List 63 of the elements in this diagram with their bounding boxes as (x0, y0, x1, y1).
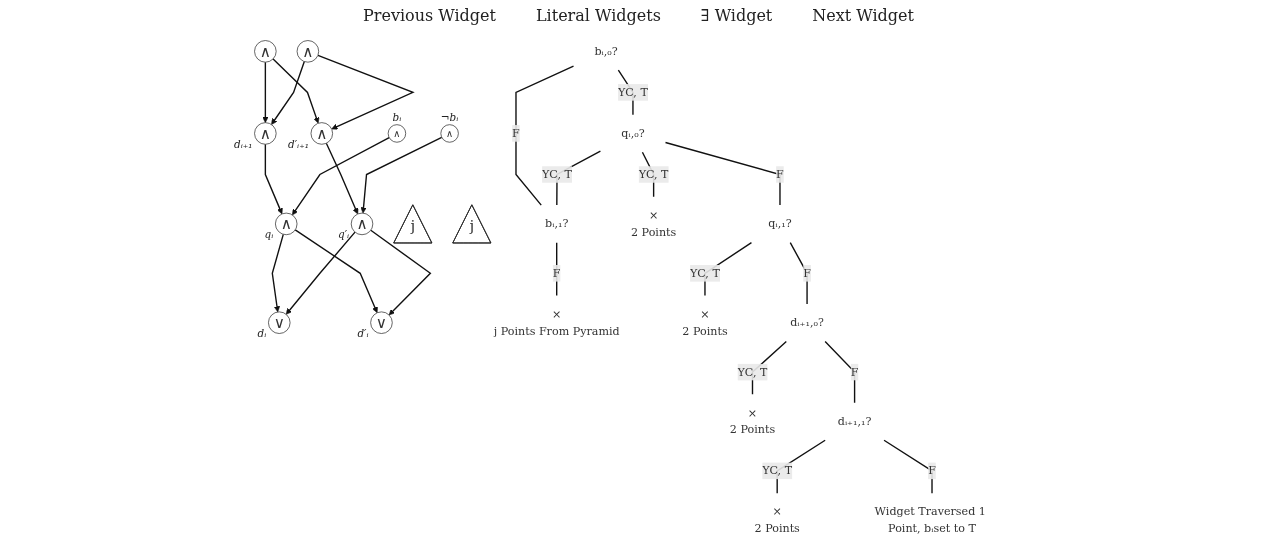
node-text: bᵢ,₁? (545, 216, 569, 231)
arrow (271, 60, 305, 125)
node-caption: bᵢ (392, 111, 402, 124)
node-text: × 2 Points (630, 208, 677, 239)
node-circle: ∧ (310, 122, 333, 145)
note-label: Literal Widgets (535, 6, 661, 25)
arrow (272, 58, 320, 124)
node-text: × j Points From Pyramid (493, 307, 620, 338)
edge-label: F (512, 126, 520, 140)
arrow (292, 136, 390, 216)
node-text: qᵢ,₀? (621, 126, 645, 140)
node-text: dᵢ₊₁,₀? (790, 315, 824, 329)
node-circle: ∧ (350, 212, 374, 236)
node-text: qᵢ,₁? (768, 216, 792, 231)
arrow (264, 143, 283, 215)
node-caption: d′ᵢ (357, 326, 369, 339)
arrow (262, 61, 269, 123)
node-circle: ∧ (296, 40, 320, 63)
node-text: × 2 Points (682, 307, 728, 338)
connector (515, 65, 575, 206)
note-label: Previous Widget (363, 6, 496, 25)
arrow (317, 54, 415, 130)
arrow (294, 229, 378, 314)
connector (883, 439, 933, 494)
arrow (370, 229, 432, 316)
node-circle: ∧ (275, 212, 298, 236)
node-text: × 2 Points (729, 406, 776, 437)
edge-label: F (850, 365, 859, 379)
node-caption: qᵢ (264, 228, 274, 241)
arrow (360, 136, 443, 214)
edge-label: YC, T (542, 167, 572, 181)
edge-label: F (928, 463, 936, 478)
node-circle: ∨ (268, 311, 291, 334)
node-caption: dᵢ₊₁ (234, 137, 253, 150)
node-caption: ¬bᵢ (440, 111, 459, 124)
note-label: Next Widget (812, 6, 914, 25)
edge-label: YC, T (690, 266, 720, 280)
node-circle: ∧ (440, 124, 459, 143)
node-circle: ∨ (370, 311, 393, 334)
edge-label: YC, T (618, 85, 648, 99)
edge-label: F (552, 266, 561, 280)
connector (789, 242, 808, 305)
arrow (285, 231, 356, 315)
node-circle: ∧ (254, 122, 277, 145)
arrow (325, 142, 359, 215)
node-text: dᵢ₊₁,₁? (837, 414, 872, 428)
node-text: Widget Traversed 1 Point, bᵢset to T (874, 504, 986, 535)
note-label: ∃ Widget (700, 6, 773, 25)
edge-label: YC, T (638, 167, 669, 181)
node-text: bᵢ,₀? (594, 44, 618, 58)
node-caption: dᵢ (257, 326, 267, 339)
edge-label: YC, T (737, 365, 768, 379)
node-circle: ∧ (254, 40, 277, 63)
connector (824, 340, 856, 404)
connector (664, 141, 781, 206)
edge-label: YC, T (762, 463, 793, 478)
node-caption: d′ᵢ₊₁ (288, 137, 309, 150)
node-text: × 2 Points (754, 504, 800, 535)
edge-label: F (803, 266, 811, 280)
node-caption: q′ᵢ (337, 228, 350, 241)
arrow (271, 233, 284, 313)
edge-label: F (776, 167, 784, 181)
node-circle: ∧ (387, 124, 407, 143)
